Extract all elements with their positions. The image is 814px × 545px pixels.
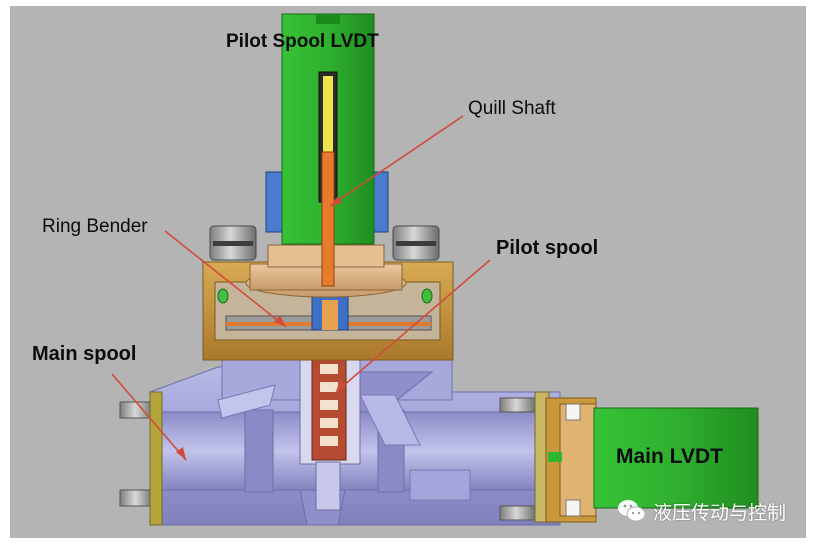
pilot-spool-leader bbox=[335, 259, 491, 393]
main-spool-arrowhead bbox=[176, 447, 186, 460]
ring-bender-arrowhead bbox=[274, 315, 286, 327]
wechat-icon bbox=[618, 500, 646, 522]
watermark-text: 液压传动与控制 bbox=[653, 501, 787, 524]
leader-lines bbox=[111, 115, 491, 461]
pilot-spool-lvdt-label: Pilot Spool LVDT bbox=[226, 31, 379, 52]
pilot-spool-assembly bbox=[295, 345, 367, 511]
ring-bender-label: Ring Bender bbox=[42, 216, 148, 237]
main-spool-label: Main spool bbox=[32, 343, 137, 365]
leader-arrowheads bbox=[176, 196, 346, 460]
pilot-spool-arrowhead bbox=[336, 380, 346, 392]
pilot-spool-label: Pilot spool bbox=[496, 237, 599, 259]
main-lvdt bbox=[545, 397, 759, 523]
pilot-lvdt bbox=[265, 13, 389, 287]
quill-shaft-label: Quill Shaft bbox=[468, 98, 556, 119]
watermark: 液压传动与控制 bbox=[617, 495, 786, 527]
main-spool-leader bbox=[111, 373, 187, 461]
quill-shaft-arrowhead bbox=[330, 196, 342, 206]
ring-bender-leader bbox=[164, 230, 287, 328]
quill-shaft-leader bbox=[329, 115, 464, 207]
main-lvdt-label: Main LVDT bbox=[616, 445, 723, 468]
